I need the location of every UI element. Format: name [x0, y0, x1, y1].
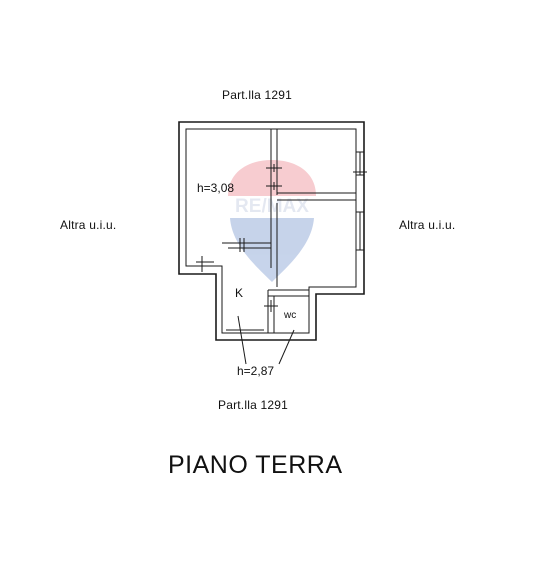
floor-title: PIANO TERRA — [168, 451, 343, 479]
height-annex-label: h=2,87 — [237, 364, 274, 378]
neighbor-label-left: Altra u.i.u. — [60, 218, 117, 232]
window-right-lower — [356, 211, 364, 251]
partition-horizontal-right — [277, 192, 356, 201]
height-main-label: h=3,08 — [197, 181, 234, 195]
kitchen-label: K — [235, 286, 243, 300]
window-right-upper — [356, 151, 364, 176]
partition-kitchen-top — [222, 242, 271, 249]
leader-line-wc — [278, 329, 295, 365]
partition-vertical — [270, 129, 278, 287]
inner-wall-main — [185, 128, 357, 334]
remax-watermark: RE/MAX — [228, 160, 316, 282]
wc-label: wc — [283, 310, 296, 321]
partition-wc — [267, 289, 309, 333]
neighbor-label-right: Altra u.i.u. — [399, 218, 456, 232]
parcel-label-bottom: Part.lla 1291 — [218, 398, 288, 412]
door-mark-1 — [266, 164, 282, 172]
watermark-balloon-bottom — [230, 218, 314, 282]
door-mark-4 — [239, 238, 245, 252]
leader-line-kitchen — [237, 315, 247, 365]
walls — [178, 121, 367, 365]
watermark-balloon-top — [228, 160, 316, 196]
watermark-text: RE/MAX — [235, 196, 309, 217]
door-mark-2 — [266, 182, 282, 190]
outer-wall-main — [178, 121, 365, 341]
door-mark-5 — [264, 300, 278, 312]
parcel-label-top: Part.lla 1291 — [222, 88, 292, 102]
door-mark-6 — [196, 256, 214, 272]
